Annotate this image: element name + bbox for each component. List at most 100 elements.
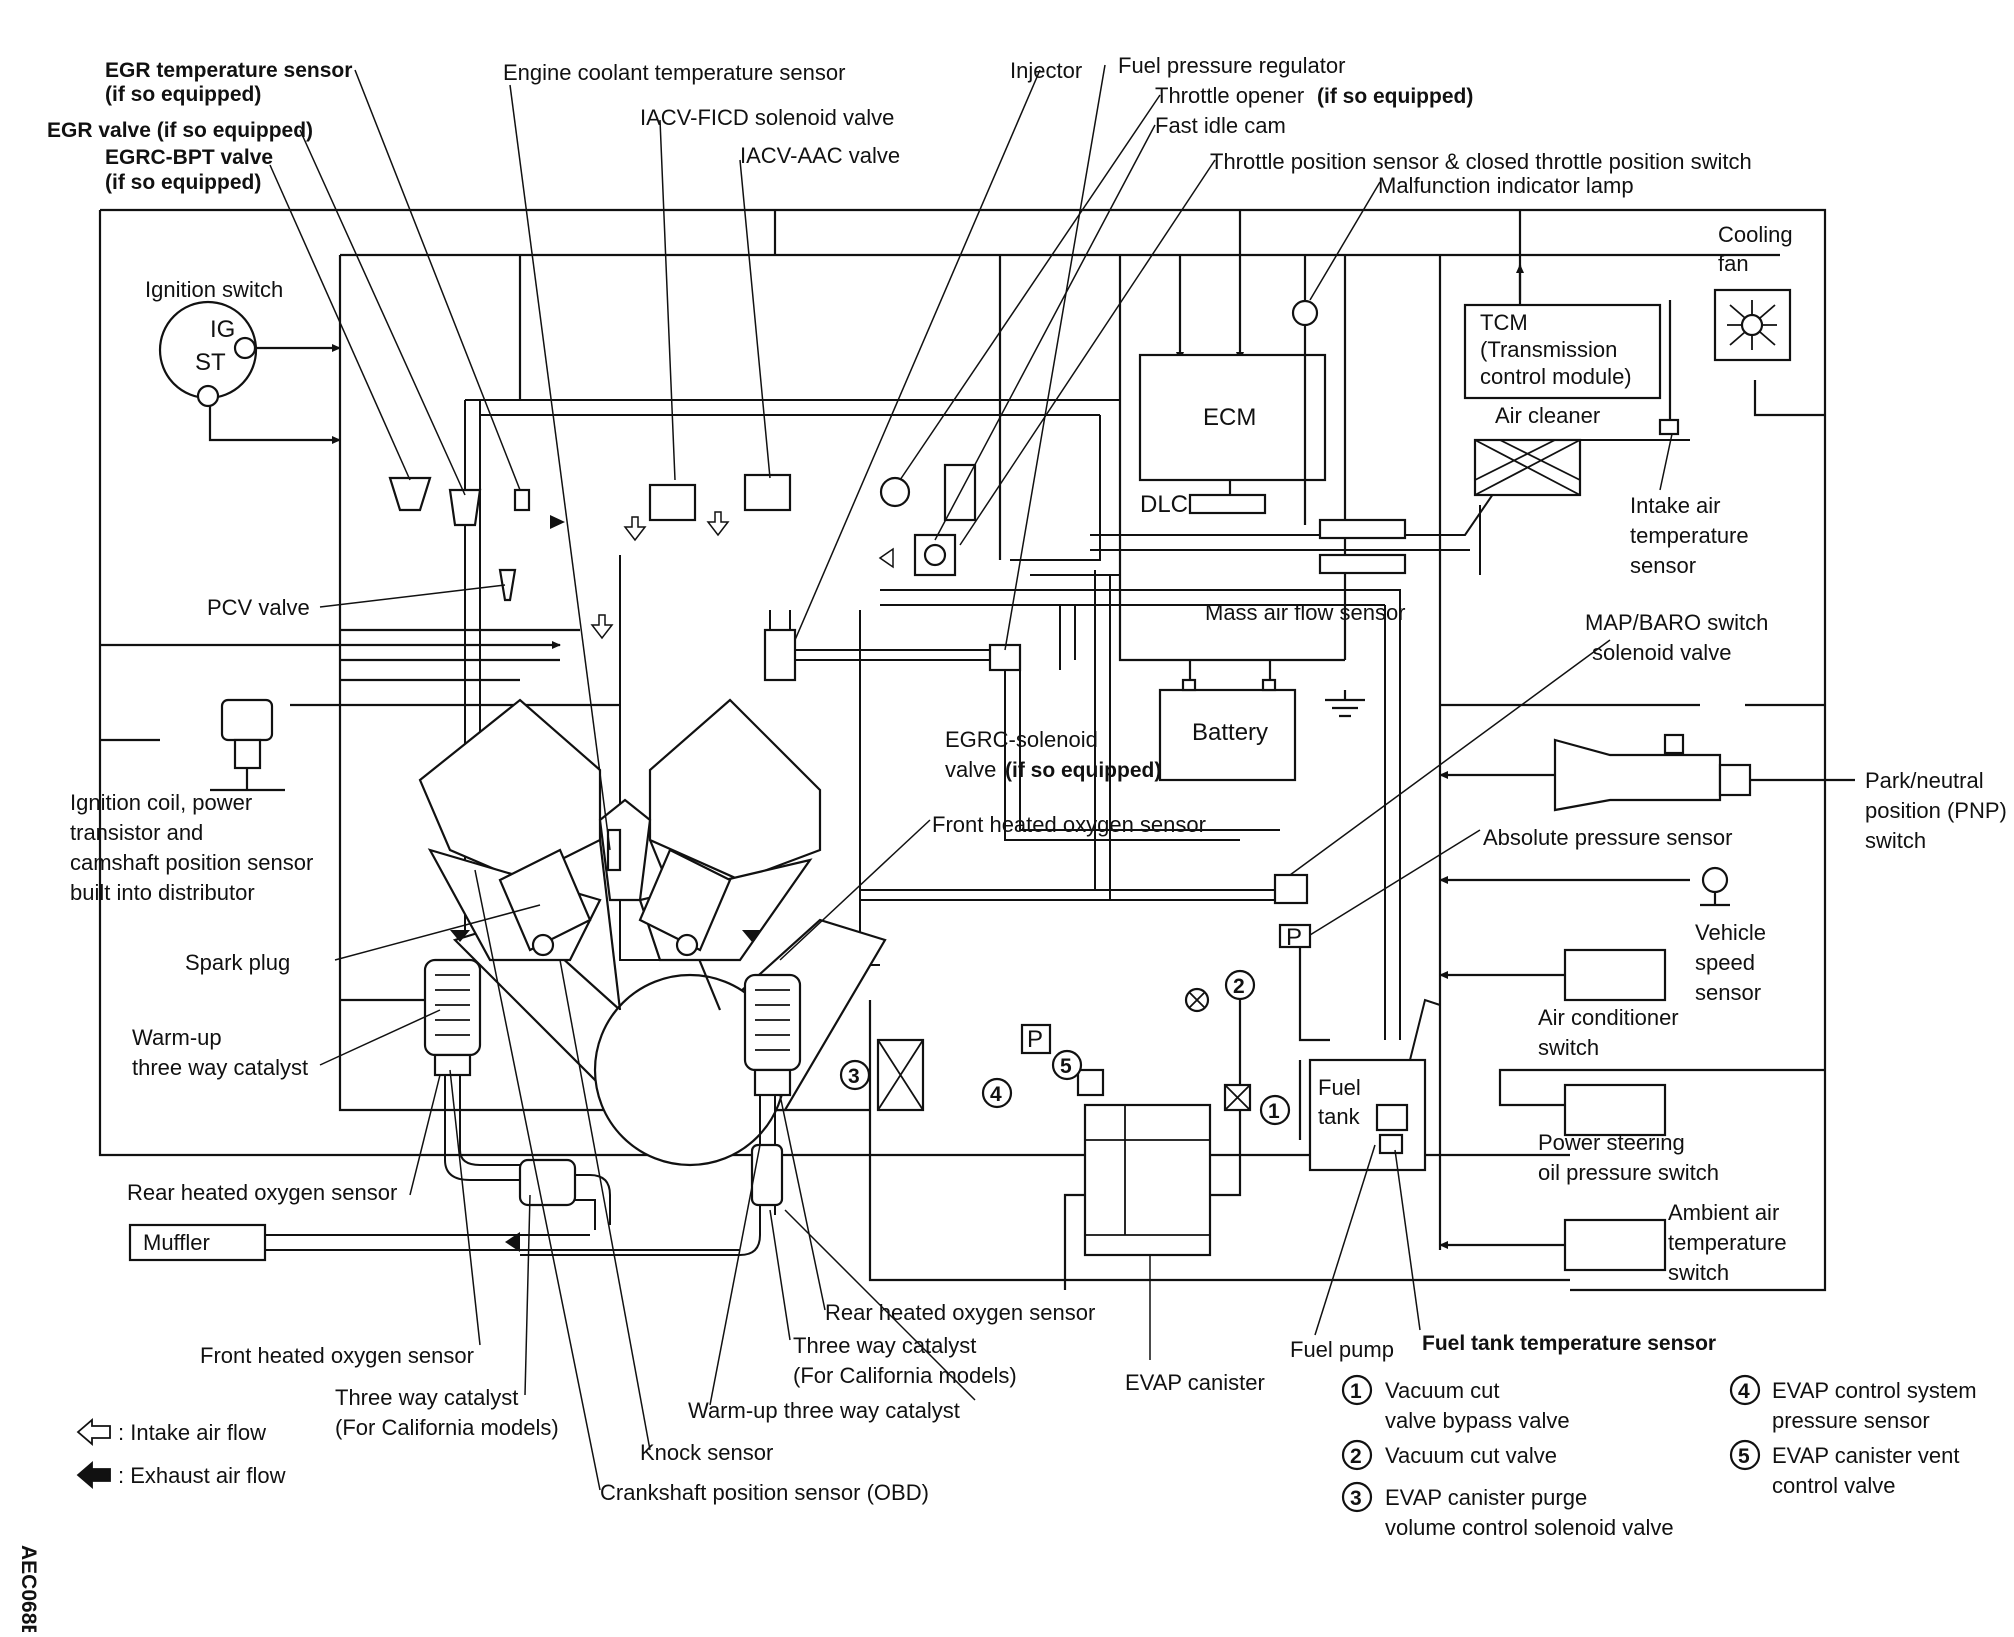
cooling-fan-label-1: Cooling bbox=[1718, 222, 1793, 247]
tcm[interactable]: TCM (Transmission control module) bbox=[1463, 303, 1662, 400]
warmup-catalyst-left-label-1: Warm-up bbox=[132, 1025, 222, 1050]
exhaust-system bbox=[128, 958, 802, 1262]
figure-code: AEC068B bbox=[17, 1545, 40, 1632]
key-5-line-2: control valve bbox=[1772, 1473, 1896, 1498]
front-heated-o2-bottom-label: Front heated oxygen sensor bbox=[200, 1343, 474, 1368]
tcm-label-3: control module) bbox=[1480, 364, 1632, 389]
park-neutral-label-1: Park/neutral bbox=[1865, 768, 1984, 793]
callout-3: 3 bbox=[848, 1065, 860, 1088]
ignition-coil-label-1: Ignition coil, power bbox=[70, 790, 252, 815]
ignition-switch-label: Ignition switch bbox=[145, 277, 283, 302]
fuel-tank-label-2: tank bbox=[1318, 1104, 1361, 1129]
egr-temp-sensor-label-1: EGR temperature sensor bbox=[105, 59, 352, 82]
fuel-tank bbox=[1308, 998, 1441, 1172]
key-5-line-1: EVAP canister vent bbox=[1772, 1443, 1960, 1468]
key-4-num: 4 bbox=[1738, 1380, 1750, 1403]
ignition-switch[interactable]: IG ST bbox=[158, 300, 258, 408]
egrc-bpt-label-1: EGRC-BPT valve bbox=[105, 146, 273, 169]
callout-2: 2 bbox=[1233, 975, 1245, 998]
legend-exhaust-label: : Exhaust air flow bbox=[118, 1463, 286, 1488]
egr-parts bbox=[388, 476, 531, 602]
key-2-num: 2 bbox=[1350, 1445, 1362, 1468]
throttle-position-sensor-label: Throttle position sensor & closed thrott… bbox=[1210, 149, 1752, 174]
warmup-catalyst-left-label-2: three way catalyst bbox=[132, 1055, 308, 1080]
dlc-connector[interactable] bbox=[1188, 493, 1267, 515]
injector-parts: P bbox=[763, 628, 1312, 951]
fuel-tank-temp-sensor-label: Fuel tank temperature sensor bbox=[1422, 1332, 1716, 1355]
air-cleaner-label: Air cleaner bbox=[1495, 403, 1600, 428]
key-3-line-1: EVAP canister purge bbox=[1385, 1485, 1587, 1510]
fuel-pump-label: Fuel pump bbox=[1290, 1337, 1394, 1362]
air-conditioner-label-1: Air conditioner bbox=[1538, 1005, 1679, 1030]
key-1-line-2: valve bypass valve bbox=[1385, 1408, 1570, 1433]
callout-4: 4 bbox=[990, 1083, 1002, 1106]
map-baro-label-1: MAP/BARO switch bbox=[1585, 610, 1768, 635]
p-symbol-2: P bbox=[1027, 1026, 1043, 1053]
warmup-catalyst-bottom-label: Warm-up three way catalyst bbox=[688, 1398, 960, 1423]
map-baro-label-2: solenoid valve bbox=[1592, 640, 1731, 665]
vehicle-speed-label-2: speed bbox=[1695, 950, 1755, 975]
power-steering-label-1: Power steering bbox=[1538, 1130, 1685, 1155]
park-neutral-label-3: switch bbox=[1865, 828, 1926, 853]
mass-air-flow-sensor bbox=[1318, 518, 1407, 575]
battery: Battery bbox=[1158, 678, 1297, 782]
exhaust-air-arrow-icon bbox=[76, 1461, 111, 1489]
egr-temp-sensor-label-2: (if so equipped) bbox=[105, 83, 261, 106]
muffler-shape bbox=[128, 1223, 267, 1262]
egrc-solenoid-label-2: valve bbox=[945, 757, 996, 782]
intake-air-temp-label-1: Intake air bbox=[1630, 493, 1721, 518]
three-way-catalyst-right-label-1: Three way catalyst bbox=[793, 1333, 976, 1358]
engine-block bbox=[418, 698, 887, 1167]
injector-label: Injector bbox=[1010, 58, 1082, 83]
tcm-label-1: TCM bbox=[1480, 310, 1528, 335]
three-way-catalyst-left-label-2: (For California models) bbox=[335, 1415, 559, 1440]
three-way-catalyst-right-label-2: (For California models) bbox=[793, 1363, 1017, 1388]
legend-intake-label: : Intake air flow bbox=[118, 1420, 266, 1445]
p-symbol-1: P bbox=[1286, 924, 1302, 951]
egrc-bpt-label-2: (if so equipped) bbox=[105, 171, 261, 194]
vehicle-speed-label-3: sensor bbox=[1695, 980, 1761, 1005]
muffler-label: Muffler bbox=[143, 1230, 210, 1255]
ig-label: IG bbox=[210, 316, 235, 343]
key-5-num: 5 bbox=[1738, 1445, 1750, 1468]
egr-valve-label: EGR valve (if so equipped) bbox=[47, 119, 313, 142]
key-3-line-2: volume control solenoid valve bbox=[1385, 1515, 1674, 1540]
rear-heated-o2-left-label: Rear heated oxygen sensor bbox=[127, 1180, 397, 1205]
cooling-fan-label-2: fan bbox=[1718, 251, 1749, 276]
knock-sensor-label: Knock sensor bbox=[640, 1440, 773, 1465]
iacv-ficd-label: IACV-FICD solenoid valve bbox=[640, 105, 894, 130]
mass-air-flow-sensor-label: Mass air flow sensor bbox=[1205, 600, 1406, 625]
battery-label: Battery bbox=[1192, 719, 1268, 746]
key-1-num: 1 bbox=[1350, 1380, 1362, 1403]
absolute-pressure-sensor-label: Absolute pressure sensor bbox=[1483, 825, 1732, 850]
ignition-coil-label-3: camshaft position sensor bbox=[70, 850, 313, 875]
ecm[interactable]: ECM DLC bbox=[1138, 353, 1327, 518]
power-steering-label-2: oil pressure switch bbox=[1538, 1160, 1719, 1185]
iacv-parts bbox=[648, 463, 977, 577]
vehicle-speed-label-1: Vehicle bbox=[1695, 920, 1766, 945]
dlc-label: DLC bbox=[1140, 491, 1188, 518]
evap-system: P bbox=[876, 987, 1252, 1257]
key-4-line-1: EVAP control system bbox=[1772, 1378, 1977, 1403]
intake-air-arrow-icon bbox=[76, 1418, 111, 1446]
transmission bbox=[1553, 733, 1855, 812]
ambient-air-label-2: temperature bbox=[1668, 1230, 1787, 1255]
ignition-coil-label-2: transistor and bbox=[70, 820, 203, 845]
intake-air-temp-label-3: sensor bbox=[1630, 553, 1696, 578]
air-cleaner bbox=[1473, 438, 1582, 497]
key-4-line-2: pressure sensor bbox=[1772, 1408, 1930, 1433]
ambient-air-label-1: Ambient air bbox=[1668, 1200, 1779, 1225]
flow-legend: : Intake air flow : Exhaust air flow bbox=[76, 1418, 286, 1489]
numbered-key: 1 Vacuum cut valve bypass valve 2 Vacuum… bbox=[1341, 1374, 1977, 1540]
rear-heated-o2-right-label: Rear heated oxygen sensor bbox=[825, 1300, 1095, 1325]
throttle-opener-label: Throttle opener bbox=[1155, 83, 1304, 108]
labels: EGR temperature sensor (if so equipped) … bbox=[47, 53, 2007, 1505]
evap-canister-shape bbox=[1083, 1103, 1212, 1257]
pcv-valve-label: PCV valve bbox=[207, 595, 310, 620]
iacv-aac-label: IACV-AAC valve bbox=[740, 143, 900, 168]
cooling-fan[interactable] bbox=[1713, 288, 1792, 362]
wiring-harness bbox=[98, 208, 1827, 1292]
vehicle-speed-sensor bbox=[1700, 866, 1730, 907]
